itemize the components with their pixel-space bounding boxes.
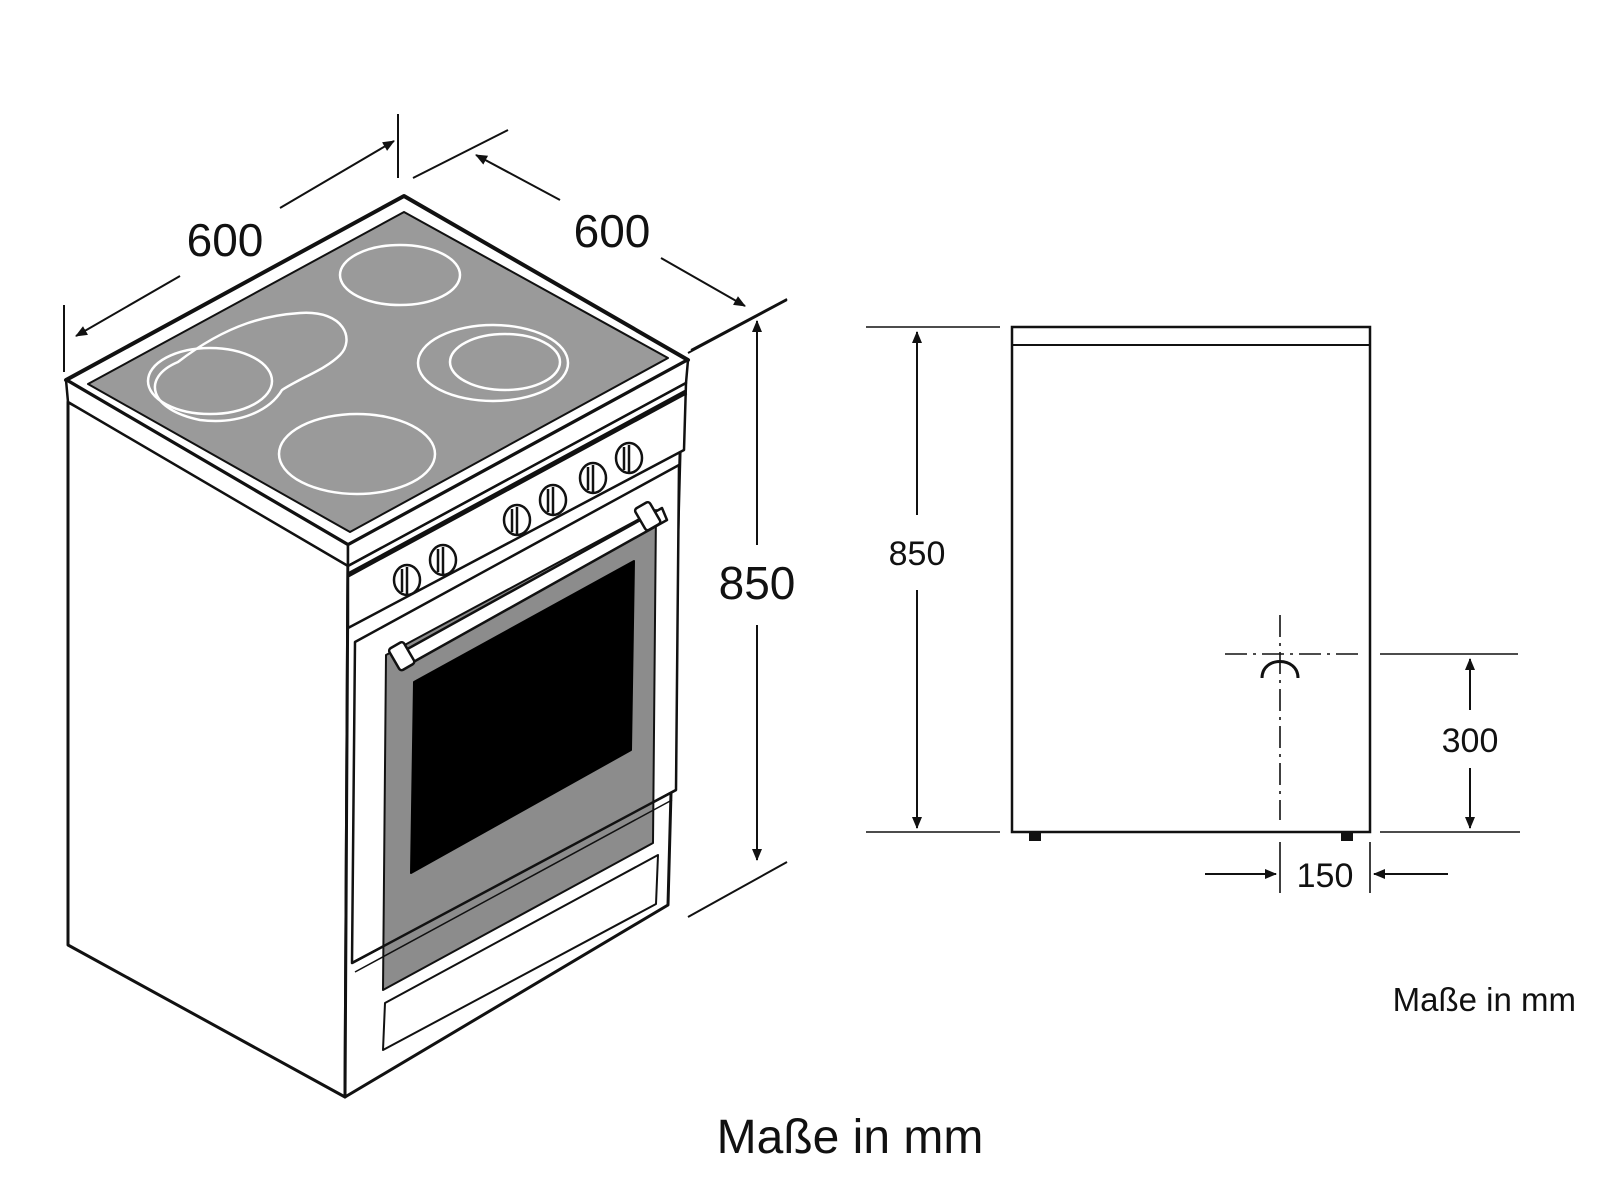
knob-2[interactable] bbox=[428, 543, 458, 577]
stove-dimension-lines bbox=[63, 114, 788, 918]
knob-4[interactable] bbox=[538, 483, 568, 517]
dimension-width-label: 600 bbox=[187, 214, 264, 266]
side-view-foot-right bbox=[1341, 832, 1353, 841]
cooking-zone-oval bbox=[153, 311, 348, 423]
knob-3[interactable] bbox=[502, 503, 532, 537]
oven-window bbox=[410, 560, 635, 874]
dimension-height-label: 850 bbox=[719, 557, 796, 609]
units-caption: Maße in mm bbox=[717, 1111, 984, 1164]
cooking-zones bbox=[146, 243, 570, 496]
side-height-label: 850 bbox=[889, 535, 946, 573]
oven-handle[interactable] bbox=[387, 500, 669, 672]
control-knobs[interactable] bbox=[392, 441, 644, 597]
storage-drawer[interactable] bbox=[382, 854, 659, 1051]
cooking-zone-left-inner bbox=[146, 346, 274, 416]
side-view bbox=[866, 325, 1520, 893]
connection-height-label: 300 bbox=[1442, 722, 1499, 760]
connection-offset-label: 150 bbox=[1297, 857, 1354, 895]
knob-6[interactable] bbox=[614, 441, 644, 475]
cooking-zone-front bbox=[277, 412, 437, 496]
side-view-body bbox=[1010, 325, 1372, 834]
cooking-zone-rear-left bbox=[338, 243, 462, 307]
knob-1[interactable] bbox=[392, 563, 422, 597]
side-view-foot-left bbox=[1029, 832, 1041, 841]
dimension-depth-label: 600 bbox=[574, 205, 651, 257]
knob-5[interactable] bbox=[578, 461, 608, 495]
connection-point-icon bbox=[1260, 660, 1300, 679]
cooking-zone-right-inner bbox=[448, 332, 562, 392]
stove-illustration bbox=[64, 194, 690, 1099]
units-note-small: Maße in mm bbox=[1393, 981, 1576, 1018]
ceramic-hob bbox=[87, 211, 669, 533]
cooking-zone-right-outer bbox=[416, 323, 570, 403]
